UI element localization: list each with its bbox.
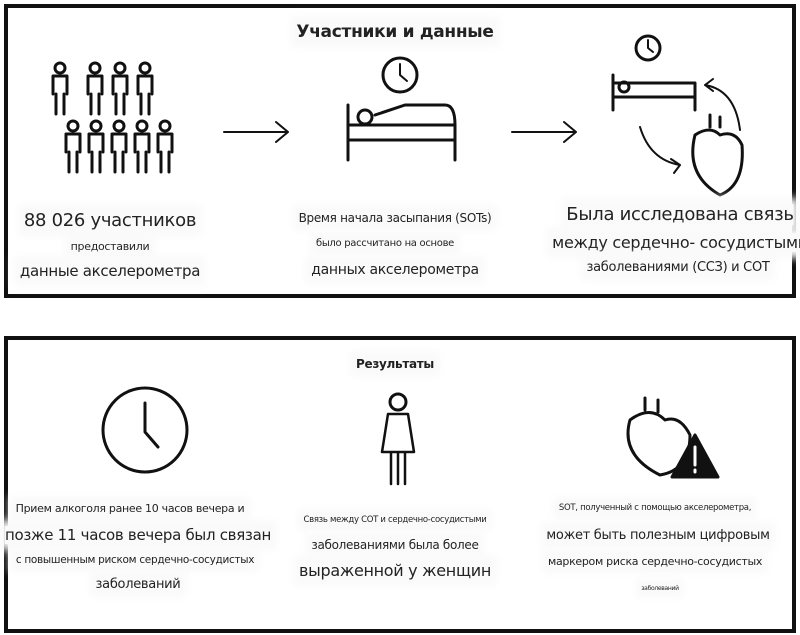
text-line: Время начала засыпания (SOTs) xyxy=(298,211,492,225)
text-line: может быть полезным цифровым xyxy=(546,528,770,543)
results-title: Результаты xyxy=(356,357,434,371)
text-line: Связь между СОТ и сердечно-сосудистыми xyxy=(303,515,487,525)
text-line: данные акселерометра xyxy=(19,262,201,280)
text-line: заболеваниями была более xyxy=(311,538,479,552)
text-line: с повышенным риском сердечно-сосудистых xyxy=(15,554,255,566)
text-line: заболеваний xyxy=(95,577,181,592)
text-line: заболеваний xyxy=(641,585,679,592)
bed-heart-cycle-icon xyxy=(611,34,744,197)
bed-clock-icon xyxy=(346,56,457,162)
heart-warning-icon xyxy=(626,396,720,479)
text-line: предоставили xyxy=(70,240,150,253)
text-line: маркером риска сердечно-сосудистых xyxy=(547,555,763,568)
text-line: SOT, полученный с помощью акселерометра, xyxy=(558,503,752,513)
text-line: Прием алкоголя ранее 10 часов вечера и xyxy=(15,502,245,515)
arrow-right-icon xyxy=(223,121,289,143)
text-line: было рассчитано на основе xyxy=(315,238,455,249)
arrow-right-icon xyxy=(511,121,577,143)
text-line: между сердечно- сосудистыми xyxy=(552,233,800,252)
people-group-icon xyxy=(51,61,174,174)
text-line: Была исследована связь xyxy=(566,204,794,225)
text-line: данных акселерометра xyxy=(311,262,479,278)
woman-icon xyxy=(380,392,416,486)
text-line: выраженной у женщин xyxy=(299,561,491,580)
participants-title: Участники и данные xyxy=(296,22,494,42)
text-line: заболеваниями (ССЗ) и СОТ xyxy=(586,260,770,275)
text-line: позже 11 часов вечера был связан xyxy=(5,526,271,544)
participants-count-text: 88 026 участников xyxy=(23,210,197,231)
clock-icon xyxy=(101,386,189,474)
